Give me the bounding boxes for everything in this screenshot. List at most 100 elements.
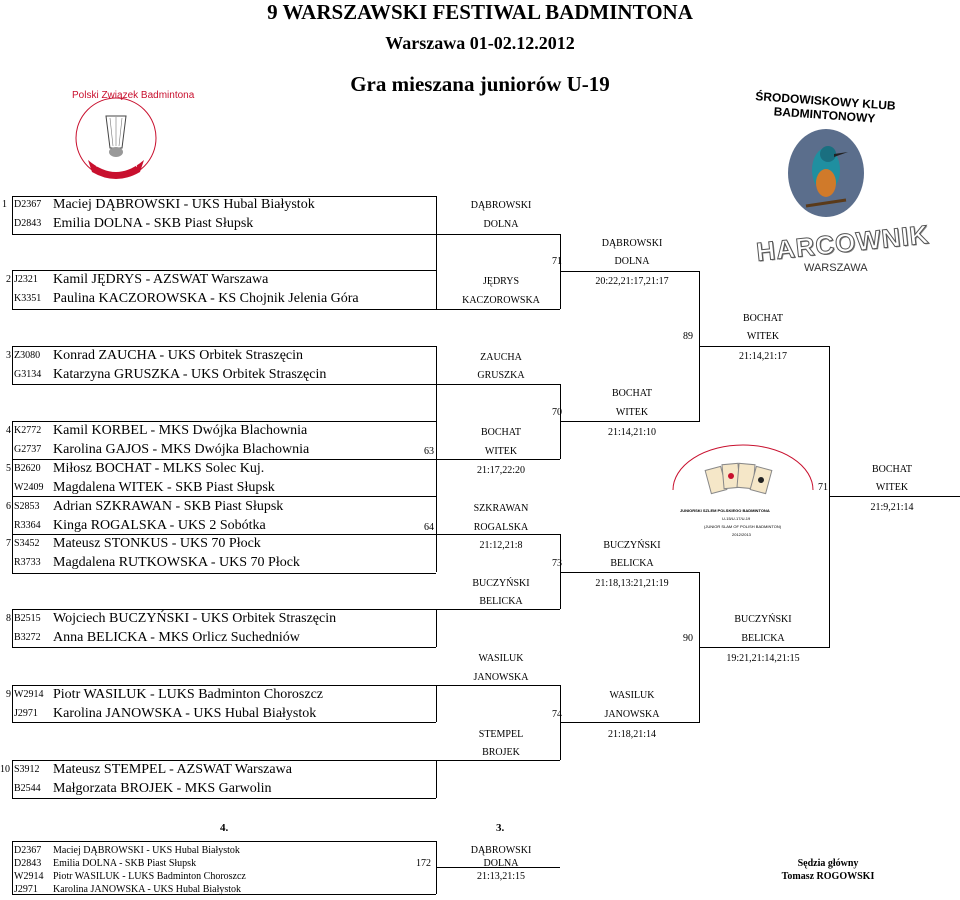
r1-winner-b: BROJEK [482, 747, 520, 758]
r2-winner-b: JANOWSKA [604, 709, 660, 720]
r1-winner-b: BELICKA [479, 596, 523, 607]
placement-name: Maciej DĄBROWSKI - UKS Hubal Białystok [53, 845, 240, 856]
r2-winner-a: BUCZYŃSKI [603, 540, 661, 551]
seed-number: 4 [6, 425, 11, 436]
player-name: Magdalena WITEK - SKB Piast Słupsk [53, 480, 275, 495]
player-name: Konrad ZAUCHA - UKS Orbitek Straszęcin [53, 348, 304, 363]
player-name: Emilia DOLNA - SKB Piast Słupsk [53, 216, 254, 231]
player-name: Magdalena RUTKOWSKA - UKS 70 Płock [53, 555, 300, 570]
seed-number: 5 [6, 463, 11, 474]
slam-line2: U-15/U-17/U-19 [722, 516, 751, 521]
seed-number: 6 [6, 501, 11, 512]
event-category: Gra mieszana juniorów U-19 [350, 72, 610, 96]
kingfisher-graphic [788, 129, 864, 217]
r1-winner-a: ZAUCHA [480, 352, 522, 363]
final-winner-b: WITEK [875, 482, 909, 493]
player-name: Mateusz STONKUS - UKS 70 Płock [53, 536, 261, 551]
harcownik-logo: HARCOWNIK WARSZAWA [752, 219, 931, 278]
r2-winner-a: DĄBROWSKI [601, 238, 663, 249]
pzb-year: Rok zał. 1977 [96, 162, 139, 169]
slam-line3: (JUNIOR SLAM OF POLISH BADMINTON) [704, 524, 782, 529]
placement-code: W2914 [14, 871, 44, 882]
final-score: 21:9,21:14 [870, 502, 914, 513]
r1-winner-a: SZKRAWAN [473, 503, 529, 514]
seed-number: 9 [6, 689, 11, 700]
player-name: Mateusz STEMPEL - AZSWAT Warszawa [53, 762, 292, 777]
player-name: Piotr WASILUK - LUKS Badminton Choroszcz [53, 687, 323, 702]
harcownik-name: HARCOWNIK [754, 219, 931, 268]
seed-number: 3 [6, 350, 11, 361]
r2-score: 21:14,21:10 [607, 427, 657, 438]
pzb-logo: Polski Związek Badmintona Rok zał. 1977 [66, 86, 194, 186]
r1-winner-b: ROGALSKA [473, 522, 529, 533]
tournament-title: 9 WARSZAWSKI FESTIWAL BADMINTONA [267, 0, 693, 24]
seed-number: 2 [6, 274, 11, 285]
player-code: J2971 [14, 708, 38, 719]
pzb-logo-graphic [75, 97, 157, 179]
player-code: B3272 [14, 632, 41, 643]
match-number: 63 [424, 446, 434, 457]
r1-winner-a: BOCHAT [480, 427, 521, 438]
match-number: 73 [552, 558, 562, 569]
r1-winner-b: DOLNA [483, 219, 519, 230]
player-code: S2853 [14, 501, 40, 512]
player-code: D2843 [14, 218, 42, 229]
player-code: B2544 [14, 783, 41, 794]
player-code: W2914 [14, 689, 44, 700]
r3-score: 21:14,21:17 [738, 351, 788, 362]
r3-winner-a: BUCZYŃSKI [734, 614, 792, 625]
placement-name: Emilia DOLNA - SKB Piast Słupsk [53, 858, 197, 869]
player-code: B2620 [14, 463, 41, 474]
r2-winner-b: DOLNA [614, 256, 650, 267]
placement-score: 21:13,21:15 [476, 871, 526, 882]
player-code: W2409 [14, 482, 44, 493]
placement-winner-a: DĄBROWSKI [470, 845, 532, 856]
pzb-arc-text: Polski Związek Badmintona [72, 90, 195, 101]
kingfisher-image [786, 128, 866, 218]
r1-winner-a: STEMPEL [478, 729, 524, 740]
harcownik-city: WARSZAWA [804, 262, 868, 274]
placement-name: Karolina JANOWSKA - UKS Hubal Białystok [53, 884, 242, 895]
r3-winner-b: WITEK [746, 331, 780, 342]
r2-winner-b: BELICKA [610, 558, 654, 569]
match-number: 64 [424, 522, 434, 533]
match-number: 172 [416, 858, 431, 869]
player-code: J2321 [14, 274, 38, 285]
player-name: Kamil JĘDRYS - AZSWAT Warszawa [53, 272, 269, 287]
player-name: Paulina KACZOROWSKA - KS Chojnik Jelenia… [53, 291, 359, 306]
referee-name: Tomasz ROGOWSKI [781, 871, 875, 882]
placement-winner-b: DOLNA [483, 858, 519, 869]
player-name: Maciej DĄBROWSKI - UKS Hubal Białystok [53, 197, 315, 212]
fourth-place-label: 4. [220, 822, 229, 834]
r1-winner-a: WASILUK [478, 653, 524, 664]
player-name: Małgorzata BROJEK - MKS Garwolin [53, 781, 272, 796]
player-code: Z3080 [14, 350, 41, 361]
r2-winner-b: WITEK [615, 407, 649, 418]
player-name: Anna BELICKA - MKS Orlicz Suchedniów [53, 630, 300, 645]
match-number: 71 [818, 482, 828, 493]
match-number: 71 [552, 256, 562, 267]
r1-winner-a: BUCZYŃSKI [472, 578, 530, 589]
junior-slam-logo: JUNIORSKI SZLEM POLSKIEGO BADMINTONA U-1… [668, 440, 818, 550]
player-name: Adrian SZKRAWAN - SKB Piast Słupsk [53, 499, 284, 514]
r2-score: 21:18,13:21,21:19 [595, 578, 669, 589]
player-name: Wojciech BUCZYŃSKI - UKS Orbitek Straszę… [53, 611, 337, 626]
r2-score: 20:22,21:17,21:17 [595, 276, 669, 287]
final-winner-a: BOCHAT [871, 464, 912, 475]
slam-line1: JUNIORSKI SZLEM POLSKIEGO BADMINTONA [680, 508, 770, 513]
player-code: S3452 [14, 538, 40, 549]
event-date-place: Warszawa 01-02.12.2012 [385, 33, 575, 53]
placement-code: D2367 [14, 845, 42, 856]
junior-slam-graphic [672, 444, 814, 495]
placement-code: D2843 [14, 858, 42, 869]
seed-number: 10 [0, 764, 10, 775]
r1-winner-a: DĄBROWSKI [470, 200, 532, 211]
player-code: S3912 [14, 764, 40, 775]
player-code: B2515 [14, 613, 41, 624]
r1-winner-b: WITEK [484, 446, 518, 457]
player-code: R3364 [14, 520, 41, 531]
player-code: D2367 [14, 199, 42, 210]
match-number: 89 [683, 331, 693, 342]
player-name: Katarzyna GRUSZKA - UKS Orbitek Straszęc… [53, 367, 327, 382]
r2-score: 21:18,21:14 [607, 729, 657, 740]
